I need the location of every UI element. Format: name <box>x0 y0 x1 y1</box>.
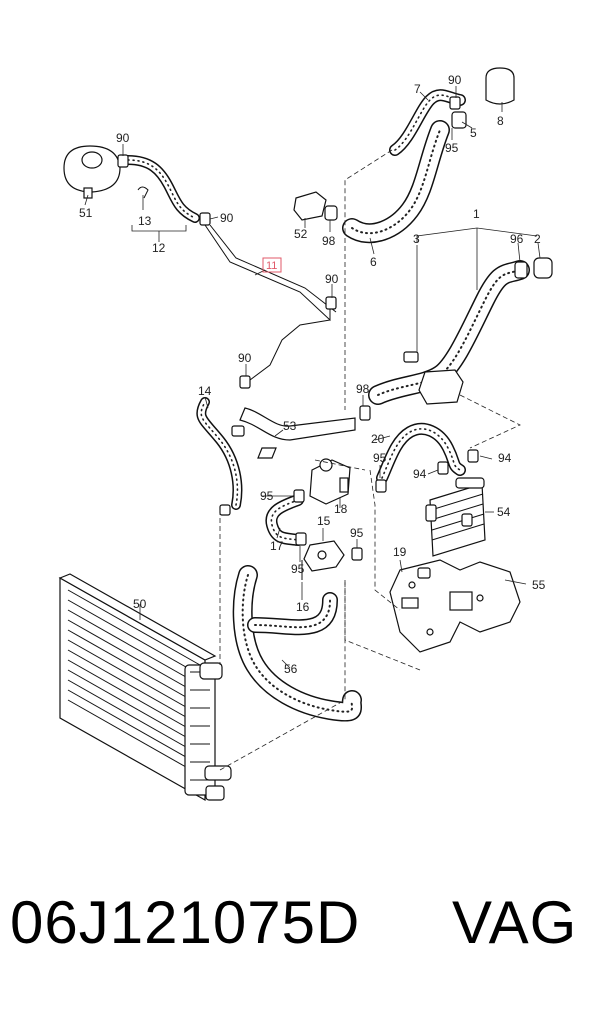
callout-14: 14 <box>198 384 212 398</box>
callout-18: 18 <box>334 502 348 516</box>
assembly-dashed-lines <box>219 149 521 771</box>
coolant-hoses <box>123 89 530 722</box>
callout-90-e: 90 <box>448 73 462 87</box>
callout-94-a: 94 <box>498 451 512 465</box>
callout-15: 15 <box>317 514 331 528</box>
callout-50: 50 <box>133 597 147 611</box>
callout-95-b: 95 <box>373 451 387 465</box>
callout-95-e: 95 <box>291 562 305 576</box>
callout-90-d: 90 <box>238 351 252 365</box>
callout-90-c: 90 <box>325 272 339 286</box>
leader-lines <box>84 86 541 669</box>
bracket-part-55 <box>389 559 521 653</box>
callout-96: 96 <box>510 232 524 246</box>
coolant-pipes <box>204 224 356 459</box>
callout-98-a: 98 <box>356 382 370 396</box>
callout-13: 13 <box>138 214 152 228</box>
callout-94-b: 94 <box>413 467 427 481</box>
radiator-part-50 <box>58 573 232 802</box>
brand-name: VAG <box>452 889 578 956</box>
callout-90-b: 90 <box>220 211 234 225</box>
callout-12: 12 <box>152 241 166 255</box>
callout-19: 19 <box>393 545 407 559</box>
callout-20: 20 <box>371 432 385 446</box>
oil-cooler-part-54 <box>425 477 486 557</box>
callout-16: 16 <box>296 600 310 614</box>
callout-98-b: 98 <box>322 234 336 248</box>
callout-17: 17 <box>270 539 284 553</box>
callout-95-a: 95 <box>445 141 459 155</box>
caption: 06J121075D VAG <box>0 888 600 988</box>
callout-51: 51 <box>79 206 93 220</box>
callout-11: 11 <box>266 260 277 272</box>
callout-95-d: 95 <box>350 526 364 540</box>
callout-2: 2 <box>534 232 541 246</box>
callout-6: 6 <box>370 255 377 269</box>
callout-56: 56 <box>284 662 298 676</box>
callout-8: 8 <box>497 114 504 128</box>
callout-53: 53 <box>283 419 297 433</box>
callout-5: 5 <box>470 126 477 140</box>
clamps-and-fittings <box>117 67 553 561</box>
callout-1: 1 <box>473 207 480 221</box>
flange-part-15 <box>301 540 345 580</box>
callout-7: 7 <box>414 82 421 96</box>
callout-90-a: 90 <box>116 131 130 145</box>
callout-95-c: 95 <box>260 489 274 503</box>
callout-52: 52 <box>294 227 308 241</box>
expansion-tank-part-51 <box>63 145 121 199</box>
callout-55: 55 <box>532 578 546 592</box>
coolant-thermostat-part-18 <box>309 458 351 505</box>
part-number: 06J121075D <box>10 889 361 956</box>
callout-labels: 90 51 13 12 90 90 90 90 11 14 98 53 50 7… <box>79 73 546 676</box>
callout-54: 54 <box>497 505 511 519</box>
callout-3: 3 <box>413 232 420 246</box>
callout-11-highlight: 11 <box>262 257 282 273</box>
